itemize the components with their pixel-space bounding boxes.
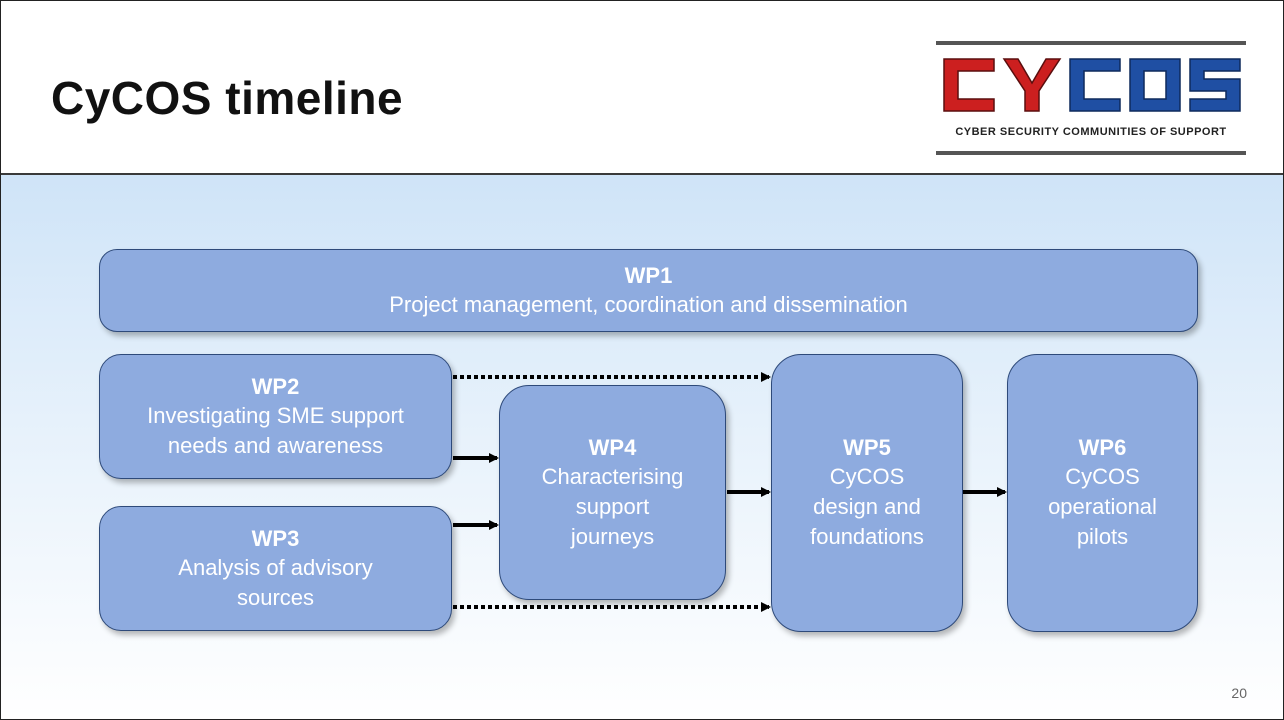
slide-title: CyCOS timeline: [51, 72, 404, 124]
wp6-box: WP6 CyCOS operational pilots: [1007, 354, 1198, 632]
wp1-description: Project management, coordination and dis…: [389, 291, 908, 317]
wp3-code: WP3: [251, 525, 300, 551]
wp6-description: CyCOS operational pilots: [1048, 464, 1157, 549]
logo-letter-c1: [943, 58, 995, 112]
wp2-description: Investigating SME support needs and awar…: [147, 402, 404, 458]
logo-letter-o: [1129, 58, 1181, 112]
wp2-code: WP2: [251, 373, 300, 399]
wp1-code: WP1: [624, 262, 673, 288]
page-number: 20: [1231, 685, 1247, 701]
logo-letter-y: [1002, 58, 1062, 112]
slide-header: CyCOS timeline CYBER SECURITY COMMUNITIE…: [1, 1, 1283, 173]
wp4-code: WP4: [588, 434, 637, 460]
header-divider: [1, 173, 1283, 175]
logo-letter-c2: [1069, 58, 1121, 112]
wp5-description: CyCOS design and foundations: [810, 464, 924, 549]
wp1-box: WP1 Project management, coordination and…: [99, 249, 1198, 332]
wp3-box: WP3 Analysis of advisory sources: [99, 506, 452, 631]
logo-letter-s: [1189, 58, 1241, 112]
wp3-description: Analysis of advisory sources: [178, 554, 373, 610]
logo-tagline: CYBER SECURITY COMMUNITIES OF SUPPORT: [955, 126, 1226, 138]
wp2-box: WP2 Investigating SME support needs and …: [99, 354, 452, 479]
wp4-description: Characterising support journeys: [541, 463, 684, 549]
wp5-box: WP5 CyCOS design and foundations: [771, 354, 963, 632]
logo-rule-bottom: [936, 151, 1246, 155]
wp4-box: WP4 Characterising support journeys: [499, 385, 726, 600]
wp6-code: WP6: [1078, 435, 1127, 460]
wp5-code: WP5: [843, 435, 891, 460]
logo-rule-top: [936, 41, 1246, 45]
cycos-logo: CYBER SECURITY COMMUNITIES OF SUPPORT: [936, 41, 1246, 155]
